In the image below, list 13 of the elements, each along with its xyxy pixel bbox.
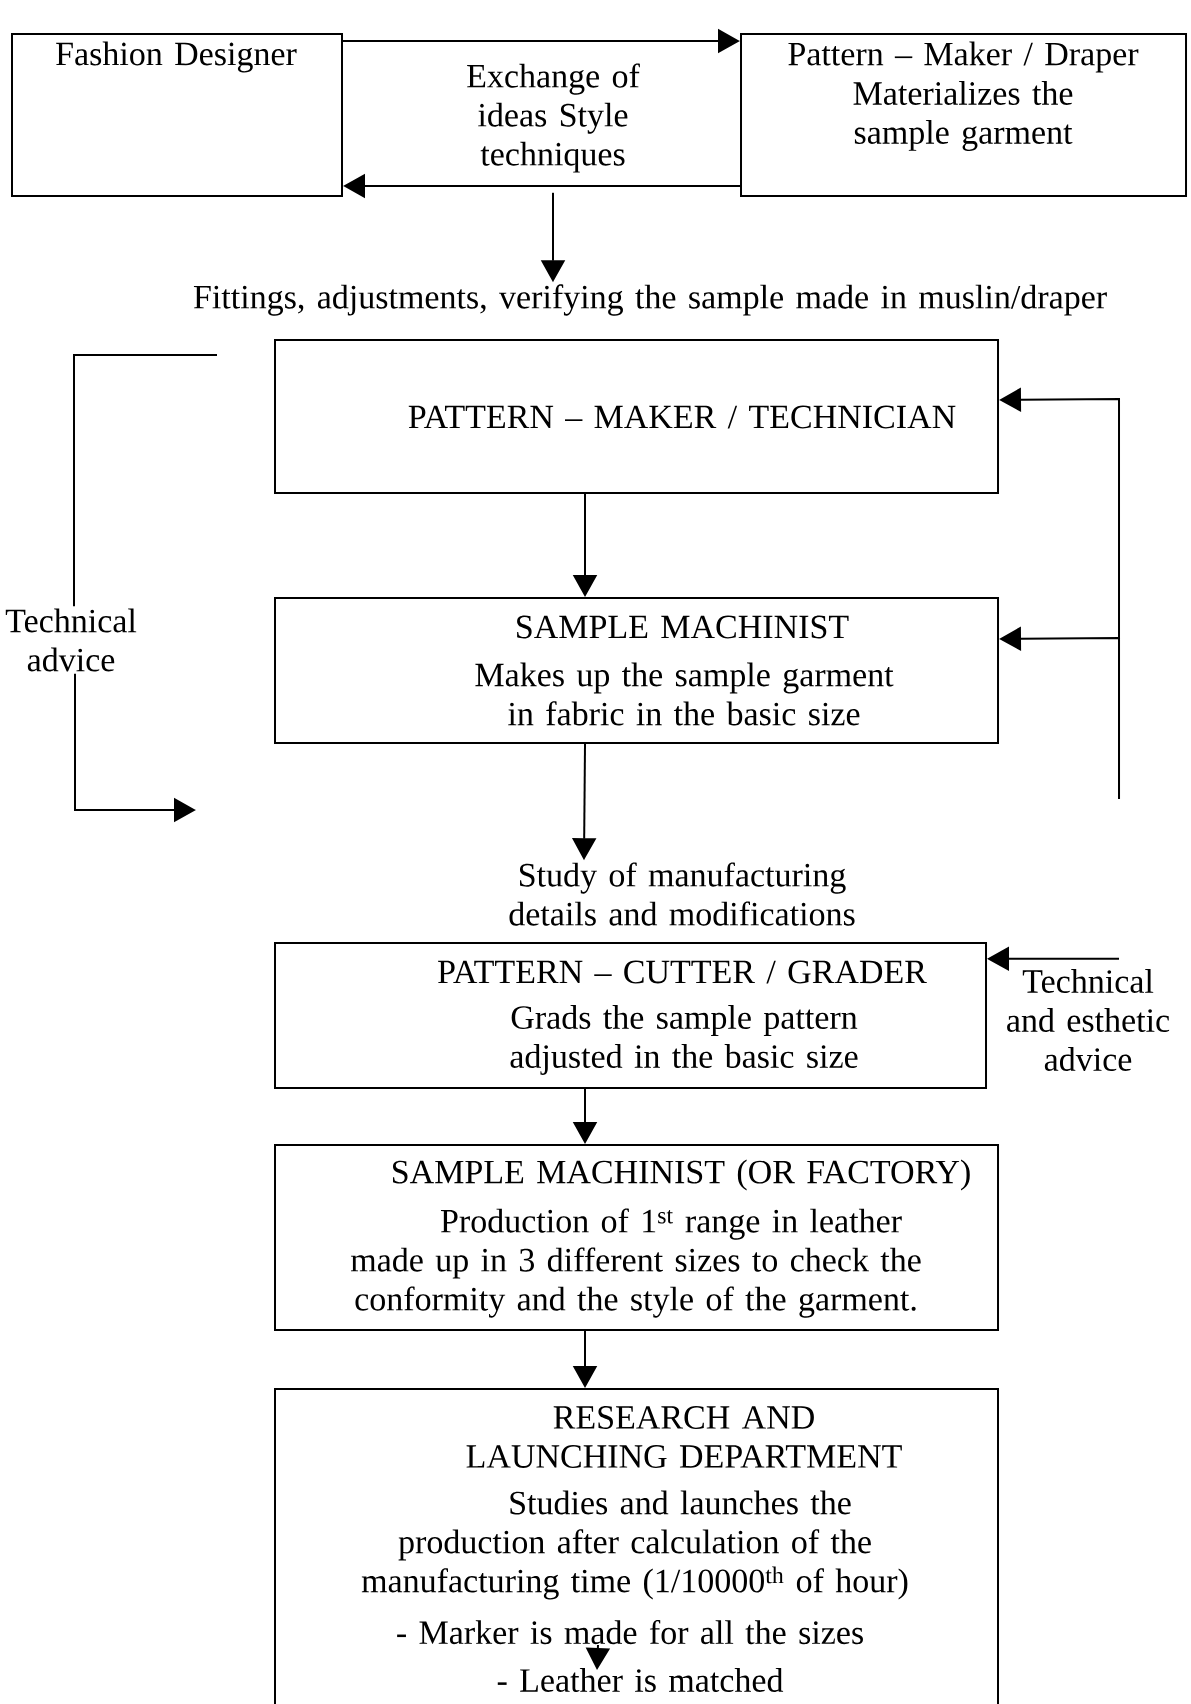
process-box: SAMPLE MACHINIST (OR FACTORY) Production of 1$^{st}$ range in leather made up in 3 different sizes to check the conformity and the style of the garment. xyxy=(274,1144,999,1331)
connector-line xyxy=(73,354,218,608)
annotation-text: Technical and esthetic advice xyxy=(1007,969,1170,1071)
process-box: SAMPLE MACHINIST Makes up the sample garment in fabric in the basic size xyxy=(274,597,999,744)
process-box: Pattern – Maker / Draper Materializes the sample garment xyxy=(740,33,1187,197)
process-box: PATTERN – MAKER / TECHNICIAN xyxy=(274,339,999,494)
annotation-text: Technical advice xyxy=(5,608,137,672)
process-box: Fashion Designer xyxy=(11,33,343,197)
process-box: PATTERN – CUTTER / GRADER Grads the sample pattern adjusted in the basic size xyxy=(274,942,987,1089)
annotation-text: Study of manufacturing details and modifications xyxy=(509,862,855,926)
process-box: RESEARCH AND LAUNCHING DEPARTMENT Studies and launches the production after calculation of the manufacturing time (1/10000$^{th}$ of hour) - Marker is made for all the sizes - Leather is matched xyxy=(274,1388,999,1704)
annotation-text: Fittings, adjustments, verifying the sample made in muslin/draper xyxy=(193,284,1107,316)
annotation-text: Exchange of ideas Style techniques xyxy=(467,63,640,173)
